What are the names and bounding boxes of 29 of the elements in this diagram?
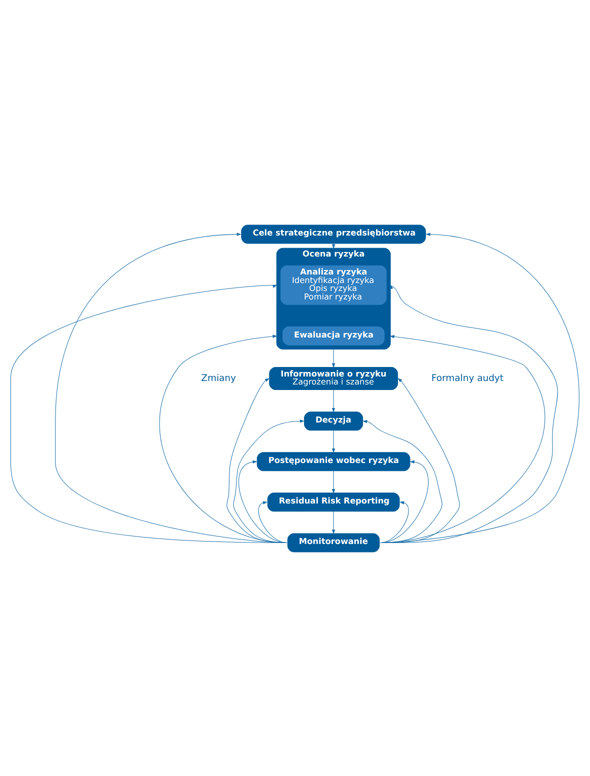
label: Zmiany bbox=[201, 372, 236, 384]
arrow bbox=[332, 430, 336, 453]
arrow bbox=[10, 284, 288, 542]
arrow bbox=[238, 460, 288, 542]
arrow bbox=[362, 419, 442, 542]
arrow bbox=[380, 284, 558, 542]
arrow bbox=[380, 334, 545, 542]
node-box: Informowanie o ryzyku Zagrożenia i szanse bbox=[269, 366, 398, 390]
node-box: Ewaluacja ryzyka bbox=[282, 326, 385, 345]
arrow bbox=[380, 500, 409, 542]
node-box: Monitorowanie bbox=[287, 532, 380, 552]
arrow bbox=[332, 389, 336, 412]
arrow bbox=[226, 378, 288, 542]
arrow bbox=[258, 500, 288, 542]
label: Formalny audyt bbox=[431, 372, 504, 384]
node-box: Residual Risk Reporting bbox=[267, 492, 400, 512]
arrow bbox=[159, 334, 288, 542]
node-box: Decyzja bbox=[304, 411, 364, 430]
arrow bbox=[380, 377, 460, 542]
arrow bbox=[332, 242, 336, 248]
node-box: Analiza ryzyka Identyfikacja ryzyka Opis ryzyka Pomiar ryzyka bbox=[280, 264, 387, 304]
arrow bbox=[233, 419, 305, 542]
arrow bbox=[55, 232, 288, 542]
arrow bbox=[332, 510, 336, 534]
arrow bbox=[380, 460, 428, 542]
arrow bbox=[380, 232, 580, 542]
arrow bbox=[332, 348, 336, 368]
arrow bbox=[332, 470, 336, 494]
node-box: Postępowanie wobec ryzyka bbox=[256, 452, 410, 471]
